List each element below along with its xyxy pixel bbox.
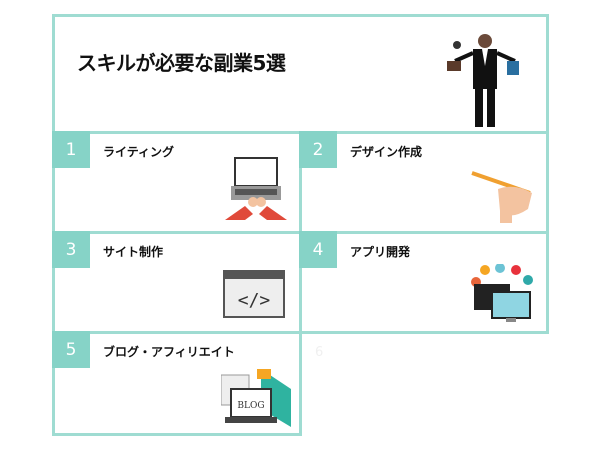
item-number: 4 [299,231,337,268]
faint-number: 6 [315,345,324,360]
item-label: デザイン作成 [350,145,423,159]
item-label: サイト制作 [103,245,164,259]
item-3: 3 サイト制作 </> [52,231,302,334]
item-label: ライティング [103,145,175,159]
item-1: 1 ライティング [52,131,302,234]
businessman-icon [447,34,519,127]
item-number: 5 [52,331,90,368]
svg-text:</>: </> [238,290,271,311]
pencil-hand-icon [471,171,532,223]
item-5: 5 ブログ・アフィリエイト BLOG [52,331,302,436]
monitors-apps-icon [471,264,533,322]
code-window-icon: </> [223,270,285,318]
item-label: アプリ開発 [350,245,411,259]
page-title: スキルが必要な副業5選 [77,51,286,75]
item-number: 2 [299,131,337,168]
laptop-typing-icon [225,157,287,220]
item-label: ブログ・アフィリエイト [103,345,235,359]
svg-text:BLOG: BLOG [237,401,264,411]
item-number: 3 [52,231,90,268]
item-4: 4 アプリ開発 [299,231,549,334]
item-number: 1 [52,131,90,168]
blog-laptop-icon: BLOG [221,369,291,427]
item-2: 2 デザイン作成 [299,131,549,234]
header-box: スキルが必要な副業5選 [52,14,549,134]
